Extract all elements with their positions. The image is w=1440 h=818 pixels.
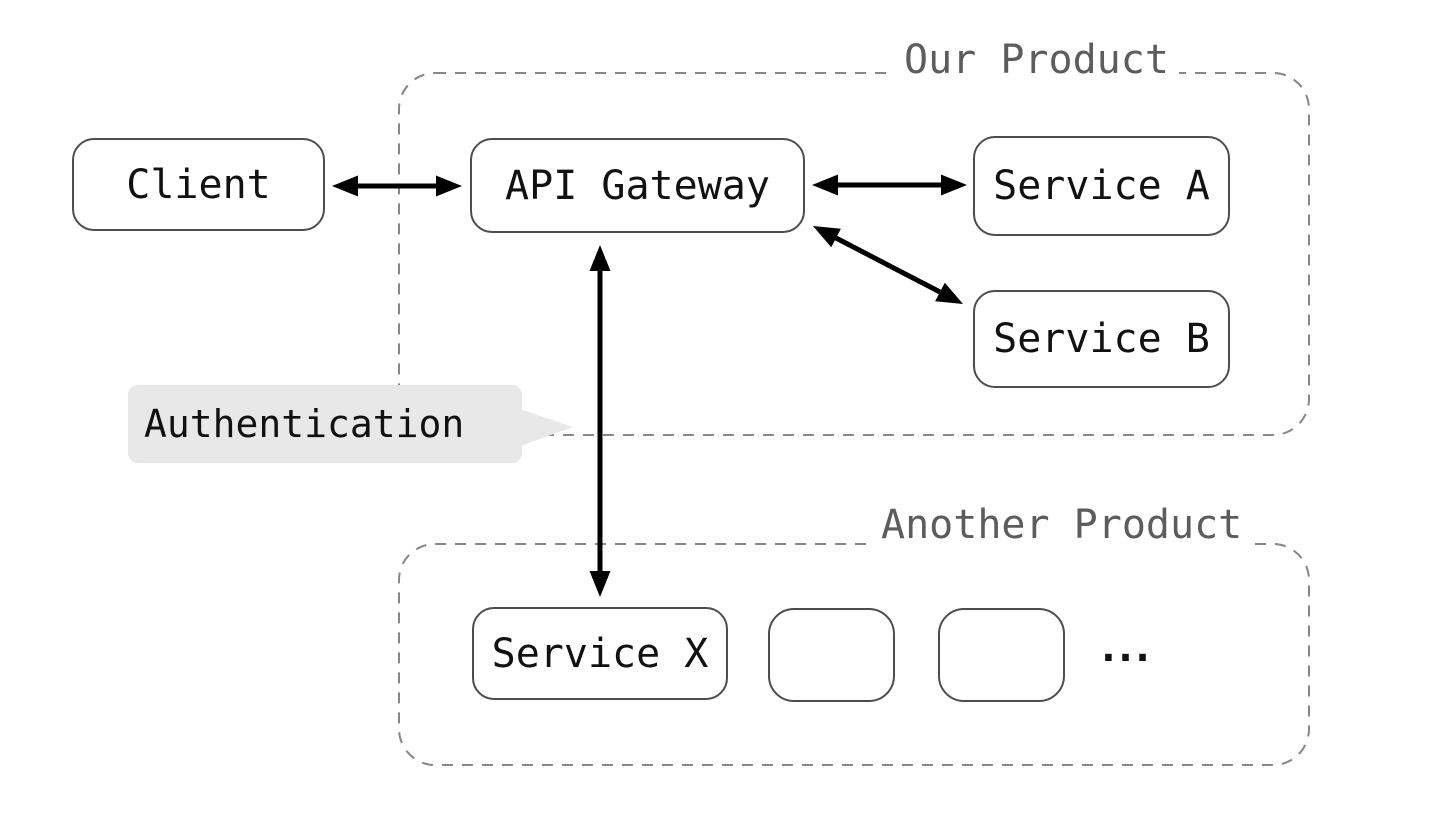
edge-client-api-gateway: [332, 175, 462, 197]
arrowhead-downright-icon: [935, 282, 963, 304]
arrowhead-right-icon: [436, 175, 462, 197]
node-client: Client: [72, 138, 325, 231]
arrowhead-left-icon: [332, 175, 358, 197]
arrowhead-left-icon: [812, 174, 838, 196]
node-placeholder-2: [938, 608, 1065, 702]
node-placeholder-1: [768, 608, 895, 702]
group-label-another-product: Another Product: [871, 505, 1253, 547]
group-label-our-product: Our Product: [894, 40, 1179, 82]
arrowhead-up-icon: [589, 245, 611, 271]
arrowhead-upleft-icon: [813, 226, 841, 248]
node-service-a: Service A: [973, 136, 1230, 236]
edge-shaft: [834, 235, 942, 295]
node-service-b: Service B: [973, 290, 1230, 388]
node-service-x: Service X: [472, 607, 728, 700]
more-services-indicator: ...: [1096, 625, 1154, 671]
callout-pointer-icon: [520, 409, 573, 446]
edge-api-gateway-service-b: [813, 226, 963, 304]
node-api-gateway: API Gateway: [470, 138, 805, 233]
arrowhead-right-icon: [941, 174, 967, 196]
edge-api-gateway-service-a: [812, 174, 967, 196]
group-another-product-border: [398, 543, 1310, 766]
callout-authentication: Authentication: [128, 385, 522, 463]
arrowhead-down-icon: [589, 571, 611, 597]
edge-api-gateway-service-x: [589, 245, 611, 597]
group-our-product-border: [398, 72, 1310, 436]
